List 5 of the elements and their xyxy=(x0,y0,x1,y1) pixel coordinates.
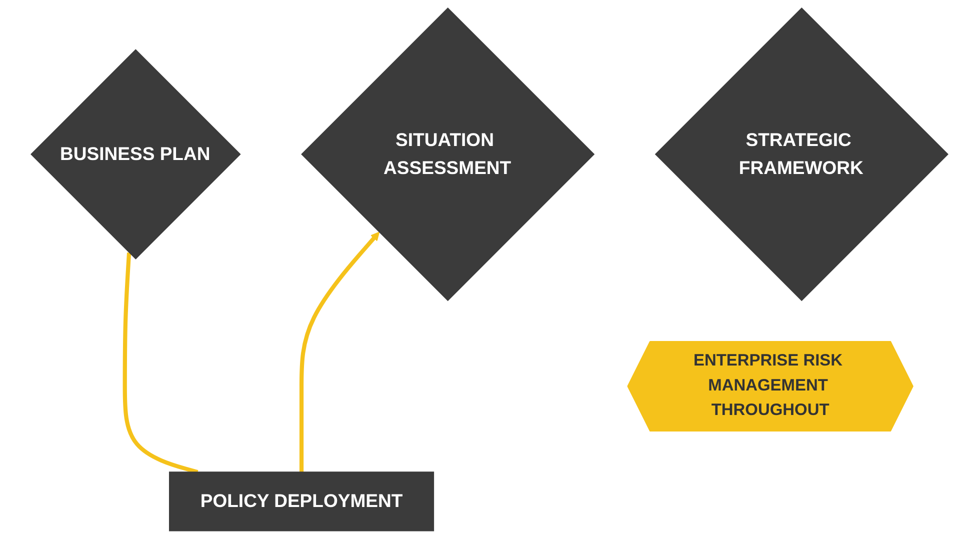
node-diamond: STRATEGIC FRAMEWORK xyxy=(654,8,948,302)
node-diamond: SITUATION ASSESSMENT xyxy=(300,8,594,302)
node-box: POLICY DEPLOYMENT xyxy=(168,472,434,532)
arrow xyxy=(298,232,380,472)
node-diamond: BUSINESS PLAN xyxy=(30,49,240,260)
